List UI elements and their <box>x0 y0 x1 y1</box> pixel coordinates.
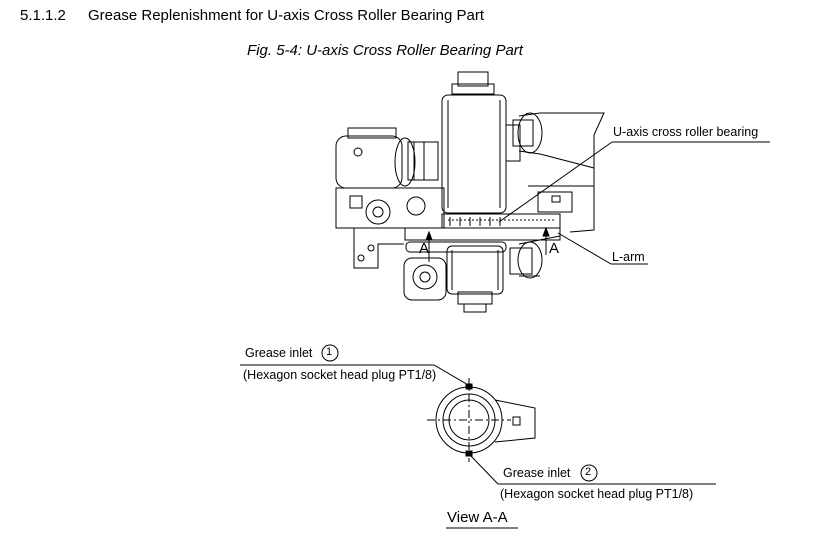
larm-callout: L-arm <box>612 250 645 264</box>
larm-leader-line <box>557 232 648 265</box>
inlet2-label: Grease inlet <box>503 466 571 480</box>
section-number: 5.1.1.2 <box>20 7 66 24</box>
inlet1-leader-line <box>240 364 471 387</box>
inlet1-number-circle <box>321 344 339 362</box>
section-title: Grease Replenishment for U-axis Cross Ro… <box>88 7 484 24</box>
figure-caption: Fig. 5-4: U-axis Cross Roller Bearing Pa… <box>247 42 523 59</box>
inlet1-plug: (Hexagon socket head plug PT1/8) <box>243 368 437 382</box>
bearing-callout: U-axis cross roller bearing <box>613 125 759 139</box>
inlet2-plug: (Hexagon socket head plug PT1/8) <box>500 487 694 501</box>
robot-axis-assembly <box>335 71 605 313</box>
inlet2-number-circle <box>580 464 598 482</box>
inlet2-leader-line <box>468 453 716 485</box>
inlet2-number: 2 <box>585 466 592 478</box>
inlet1-number: 1 <box>326 346 333 358</box>
view-aa-label: View A-A <box>447 509 508 526</box>
section-mark-left: A <box>419 240 430 257</box>
view-aa-drawing <box>427 378 536 462</box>
inlet1-label: Grease inlet <box>245 346 313 360</box>
bearing-leader-line <box>498 141 770 223</box>
section-mark-right: A <box>549 240 560 257</box>
